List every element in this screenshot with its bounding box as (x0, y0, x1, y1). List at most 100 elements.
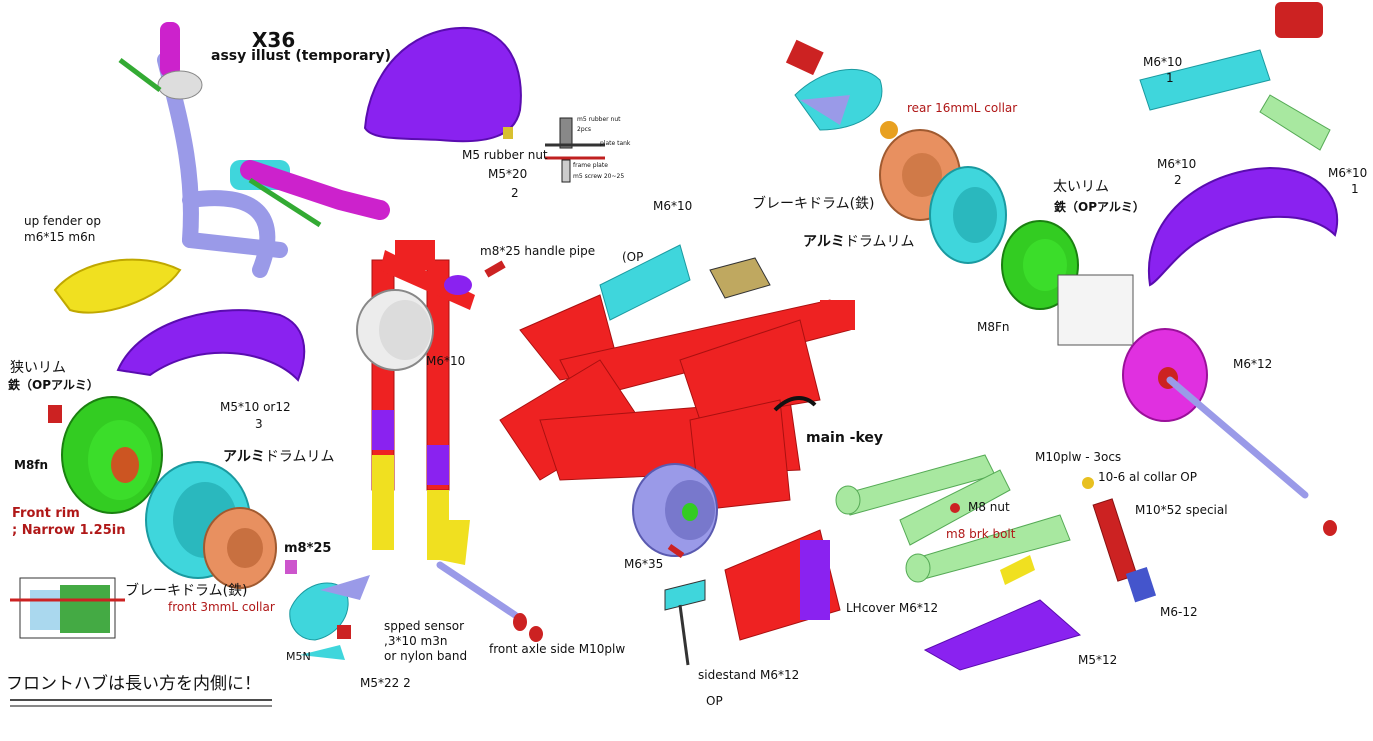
m6x35-bolt (667, 543, 685, 559)
label-m10plw: M10plw - 3ocs (1035, 450, 1122, 464)
main-frame (499, 294, 855, 511)
label-alu-drum-rim-left: アルミドラムリム (223, 449, 335, 465)
label-narrow-rim: 狭いリム (10, 360, 66, 376)
inset-label-2pcs: 2pcs (577, 126, 592, 133)
small-arm (300, 645, 345, 660)
front-brake-panel (289, 582, 349, 641)
inset-label-rubber-nut: m5 rubber nut (577, 116, 621, 123)
frame-bracket-plate (599, 244, 691, 321)
label-qty-r2: 2 (1174, 173, 1182, 187)
front-forks (371, 240, 475, 565)
label-m6x12-bottom: M6*12 (760, 668, 800, 682)
label-narrow-125: ; Narrow 1.25in (12, 523, 126, 538)
label-m3x10: ,3*10 m3n (384, 634, 448, 648)
label-iron-op-alu-left: 鉄（OPアルミ） (8, 378, 99, 392)
rubber-nut-part (503, 127, 513, 139)
label-m6x10-r2: M6*10 (1157, 157, 1197, 171)
label-up-fender-op: up fender op (24, 214, 101, 228)
hub-sketch (1057, 274, 1134, 346)
label-front-hub-note: フロントハブは長い方を内側に！ (6, 674, 261, 694)
label-m6x10-r3: M6*10 (1328, 166, 1368, 180)
front-axle (436, 561, 519, 619)
rear-sprocket (1122, 328, 1208, 422)
rear-shock (1092, 498, 1157, 603)
axle-washer (513, 613, 527, 631)
rear-collar (880, 121, 898, 139)
label-m6x10-top: M6*10 (653, 199, 693, 213)
diagram-subtitle: assy illust (temporary) (211, 48, 391, 64)
rear-fender (1147, 166, 1339, 287)
label-op-paren: (OP (622, 250, 644, 264)
collar-red-2 (285, 560, 297, 574)
label-m6x35: M6*35 (624, 557, 664, 571)
label-m8-nut: M8 nut (968, 500, 1010, 514)
label-qty-r1: 1 (1166, 71, 1174, 85)
label-m6-12: M6-12 (1160, 605, 1198, 619)
label-m5x12: M5*12 (1078, 653, 1118, 667)
rear-rim (929, 166, 1007, 264)
label-lhcover: LHcover M6*12 (846, 601, 939, 615)
label-front-collar: front 3mmL collar (168, 600, 275, 614)
diagram-title: X36 (252, 28, 296, 52)
label-m5n: M5N (286, 650, 311, 663)
front-brake-arm (320, 575, 370, 600)
label-m8fn-left: M8fn (14, 458, 49, 472)
label-m8x25: m8*25 (284, 541, 332, 556)
front-brake-drum (203, 507, 277, 589)
label-m8-brk-bolt: m8 brk bolt (946, 527, 1016, 541)
tank-mount-inset (545, 117, 605, 183)
hub-section-inset (10, 577, 125, 639)
lh-cover (724, 529, 841, 641)
battery-box (709, 257, 771, 299)
label-m5x20-qty: 2 (511, 186, 519, 200)
rear-bracket-small (1259, 94, 1331, 151)
label-thick-rim: 太いリム (1053, 179, 1109, 195)
m8-nut-part (950, 503, 960, 513)
sidestand (664, 579, 706, 666)
label-al-collar: 10-6 al collar OP (1098, 470, 1197, 484)
label-front-rim: Front rim (12, 506, 80, 521)
inset-label-frame-plate: frame plate (573, 162, 608, 169)
fuel-tank (363, 26, 522, 143)
rear-bracket-top (1139, 49, 1271, 111)
collar-red-1 (337, 625, 351, 639)
chain-guard (923, 599, 1082, 671)
label-m5x22: M5*22 2 (360, 676, 411, 690)
rear-axle (1166, 376, 1309, 499)
label-brake-drum-left: ブレーキドラム(鉄) (125, 583, 248, 599)
label-alu-drum-rim-right: アルミドラムリム (803, 234, 915, 250)
label-qty-r3: 1 (1351, 182, 1359, 196)
axle-nut (529, 626, 543, 642)
handlebar (118, 22, 390, 278)
engine-side-cover (632, 463, 718, 557)
main-key-cable (773, 396, 817, 412)
front-hub (48, 396, 163, 514)
label-iron-op-alu-right: 鉄（OPアルミ） (1054, 200, 1145, 214)
label-spped-sensor: spped sensor (384, 619, 465, 633)
label-m6x10-mid: M6*10 (426, 354, 466, 368)
label-m5-rubber-nut: M5 rubber nut (462, 148, 548, 162)
label-brake-drum-right: ブレーキドラム(鉄) (752, 196, 875, 212)
label-m6x10-r1: M6*10 (1143, 55, 1183, 69)
label-rear-collar: rear 16mmL collar (907, 101, 1018, 115)
tail-light (1275, 2, 1323, 38)
label-m6x15-m6n: m6*15 m6n (24, 230, 96, 244)
label-m8fn-right: M8Fn (977, 320, 1010, 334)
label-handle-pipe: m8*25 handle pipe (480, 244, 596, 258)
al-collar-part (1082, 477, 1094, 489)
inset-label-plate-tank: plate tank (600, 140, 631, 147)
label-main-key: main -key (806, 430, 884, 446)
inset-label-m5-screw: m5 screw 20~25 (573, 173, 625, 180)
label-m10x52: M10*52 special (1135, 503, 1228, 517)
label-nylon-band: or nylon band (384, 649, 468, 663)
headlight (356, 289, 434, 371)
handle-pipe-bolt (484, 260, 506, 278)
label-front-axle: front axle side M10plw (489, 642, 626, 656)
label-sidestand: sidestand (698, 668, 757, 682)
up-fender (53, 258, 182, 314)
label-m6x12-right: M6*12 (1233, 357, 1273, 371)
label-sidestand-op: OP (706, 694, 723, 708)
rear-axle-nut (1323, 520, 1337, 536)
